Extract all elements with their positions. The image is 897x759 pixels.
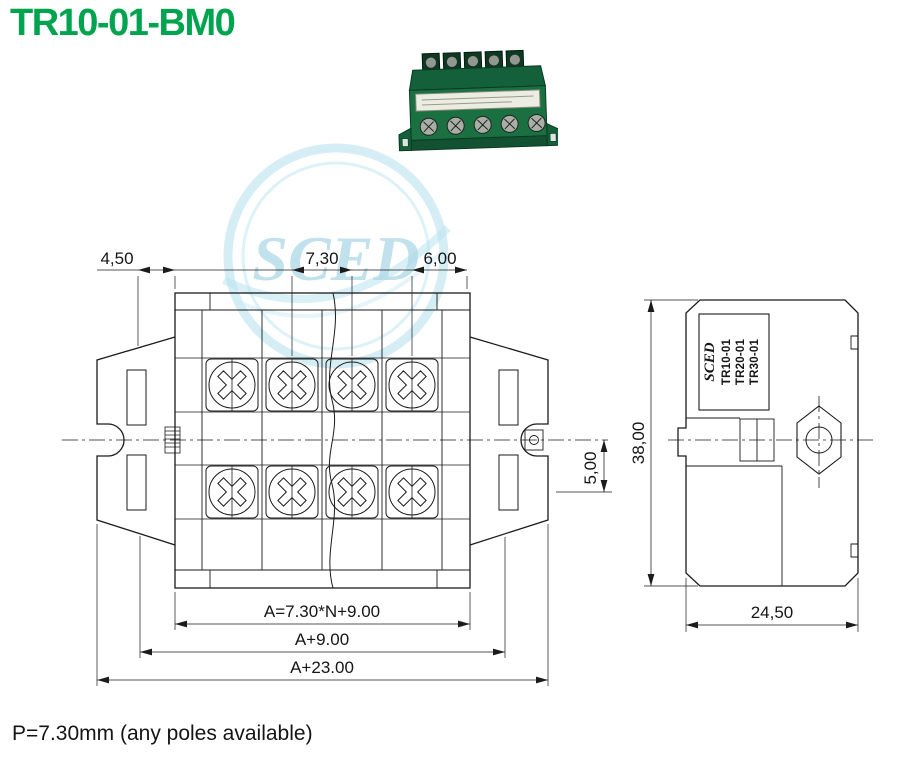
side-model-3-label: TR30-01: [749, 339, 761, 386]
product-photo: [398, 46, 560, 168]
side-brand-label: SCED: [702, 342, 718, 381]
dim-pitch-label: 7,30: [305, 249, 338, 268]
dim-row-offset-label: 5,00: [581, 451, 600, 484]
dim-top-left-label: 4,50: [100, 249, 133, 268]
watermark-outer-ring: [223, 143, 449, 369]
drawing-labels: 4,50 7,30 6,00 5,00 A=7.30*N+9.00 A+9.00…: [100, 249, 793, 677]
side-body-outline: [677, 299, 859, 587]
front-body-inner-edges: [175, 309, 470, 571]
side-centerlines: [668, 396, 874, 488]
product-photo-svg: [398, 49, 560, 152]
side-model-1-label: TR10-01: [721, 339, 733, 386]
watermark-text: SCED: [252, 223, 419, 294]
side-view: [644, 299, 874, 632]
side-rail-clips: [850, 335, 858, 558]
pitch-note: P=7.30mm (any poles available): [12, 722, 313, 745]
side-model-2-label: TR20-01: [735, 339, 747, 386]
side-label-box: [698, 313, 770, 411]
watermark-inner-ring: [241, 161, 431, 351]
watermark-svg: SCED: [222, 143, 451, 369]
photo-label-strip: [415, 89, 541, 112]
right-mounting-wing: [469, 336, 549, 546]
dim-top-right-label: 6,00: [423, 249, 456, 268]
page-title: TR10-01-BM0: [10, 2, 236, 44]
front-body-notches: [209, 293, 438, 588]
photo-mounting-ears: [398, 122, 560, 152]
front-terminal-rails: [175, 357, 470, 520]
front-right-dimension: [556, 440, 612, 493]
left-mounting-wing: [96, 336, 181, 546]
side-dimensions: [644, 299, 859, 632]
side-internals: [686, 417, 783, 586]
break-line: [328, 292, 336, 589]
dim-width-plus9-label: A+9.00: [295, 630, 349, 649]
front-bottom-dimensions: [96, 524, 549, 686]
front-body-outline: [174, 292, 471, 589]
screw-terminals: [205, 358, 439, 519]
dim-height-label: 38,00: [629, 422, 648, 465]
dim-width-plus23-label: A+23.00: [290, 658, 354, 677]
front-view: [62, 266, 612, 686]
dim-width-label: 24,50: [751, 603, 794, 622]
photo-front-screws: [419, 113, 546, 136]
front-top-dimensions: [97, 266, 468, 356]
watermark-logo: SCED: [218, 138, 454, 374]
dim-width-formula-label: A=7.30*N+9.00: [264, 602, 380, 621]
watermark-swoosh: [222, 225, 451, 304]
photo-top-terminals: [421, 49, 525, 73]
